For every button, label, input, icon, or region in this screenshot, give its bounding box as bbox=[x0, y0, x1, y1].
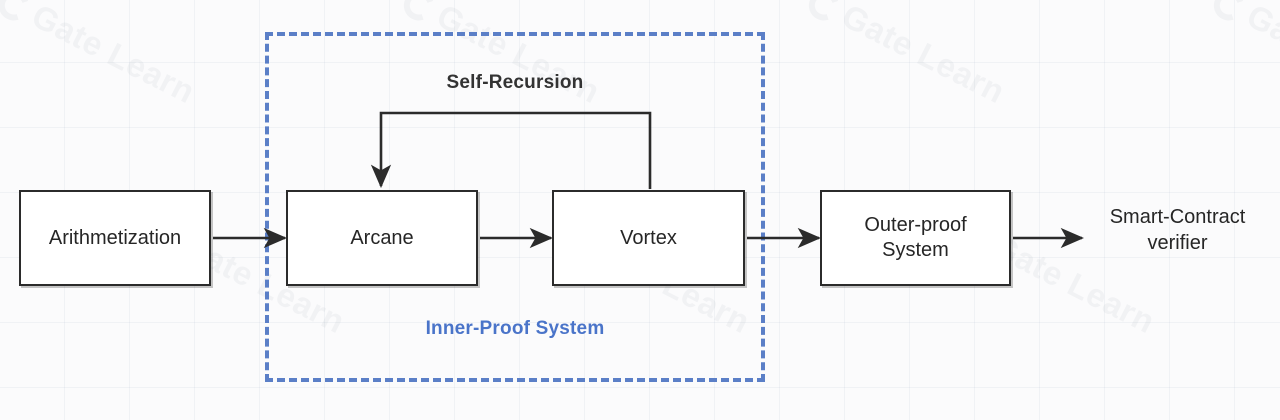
node-arithmetization-label: Arithmetization bbox=[48, 226, 182, 249]
watermark-text: Gate Learn bbox=[26, 0, 202, 111]
gate-logo-icon bbox=[803, 0, 845, 26]
gate-logo-icon bbox=[398, 0, 440, 26]
inner-proof-system-group bbox=[265, 32, 765, 382]
node-arcane-label: Arcane bbox=[350, 226, 414, 249]
node-outer-proof-system-label: Outer-proof System bbox=[864, 213, 966, 263]
gate-logo-icon bbox=[0, 0, 35, 26]
node-arcane[interactable]: Arcane bbox=[286, 190, 478, 286]
watermark-text: Gate Learn bbox=[836, 0, 1012, 111]
inner-proof-system-label: Inner-Proof System bbox=[425, 318, 605, 339]
self-recursion-label: Self-Recursion bbox=[446, 72, 584, 93]
watermark-gate-learn: Gate Learn bbox=[0, 0, 201, 111]
node-smart-contract-verifier: Smart-Contract verifier bbox=[1085, 205, 1270, 256]
node-outer-proof-system-label-line1: Outer-proof bbox=[864, 214, 967, 236]
node-smart-contract-verifier-line2: verifier bbox=[1147, 231, 1208, 254]
watermark-text: Gate Learn bbox=[1241, 0, 1280, 110]
node-vortex-label: Vortex bbox=[620, 226, 677, 249]
node-smart-contract-verifier-line1: Smart-Contract bbox=[1109, 206, 1246, 228]
node-vortex[interactable]: Vortex bbox=[552, 190, 745, 286]
node-arithmetization[interactable]: Arithmetization bbox=[19, 190, 211, 286]
watermark-gate-learn: Gate Learn bbox=[1208, 0, 1280, 111]
gate-logo-icon bbox=[1208, 0, 1250, 26]
watermark-gate-learn: Gate Learn bbox=[803, 0, 1011, 111]
node-outer-proof-system[interactable]: Outer-proof System bbox=[820, 190, 1011, 286]
node-outer-proof-system-label-line2: System bbox=[882, 239, 949, 261]
